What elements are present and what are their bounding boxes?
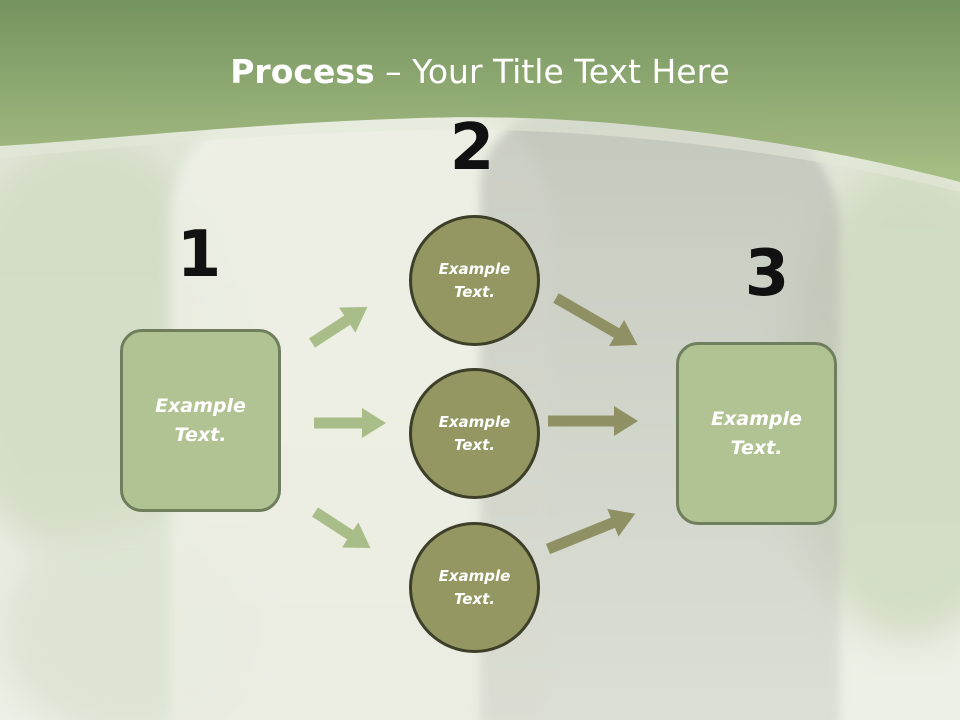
circle-1-text: Example Text. <box>439 258 511 304</box>
circle-1: Example Text. <box>409 215 540 346</box>
arrow-circle-2-to-right <box>548 406 638 436</box>
left-box-line2: Text. <box>174 423 227 446</box>
circle-2: Example Text. <box>409 368 540 499</box>
slide-title: Process – Your Title Text Here <box>0 52 960 91</box>
circle-1-line1: Example <box>438 259 511 278</box>
header-banner <box>0 0 960 192</box>
circle-3-line2: Text. <box>453 589 495 608</box>
title-bold: Process <box>230 52 375 91</box>
right-box-line1: Example <box>711 407 802 430</box>
circle-3-text: Example Text. <box>439 565 511 611</box>
arrow-left-to-circle-2 <box>314 408 386 438</box>
circle-3: Example Text. <box>409 522 540 653</box>
circle-1-line2: Text. <box>453 282 495 301</box>
right-box: Example Text. <box>676 342 837 525</box>
step-number-3: 3 <box>744 237 790 311</box>
circle-2-text: Example Text. <box>439 411 511 457</box>
arrow-left-to-circle-1 <box>309 307 368 348</box>
right-box-line2: Text. <box>730 436 783 459</box>
left-box: Example Text. <box>120 329 281 512</box>
title-rest: – Your Title Text Here <box>374 52 730 91</box>
circle-2-line1: Example <box>438 412 511 431</box>
circle-3-line1: Example <box>438 566 511 585</box>
step-number-1: 1 <box>176 218 222 292</box>
left-box-line1: Example <box>155 394 246 417</box>
arrow-circle-3-to-right <box>545 508 636 555</box>
arrow-left-to-circle-3 <box>312 507 371 548</box>
left-box-text: Example Text. <box>155 392 246 450</box>
right-box-text: Example Text. <box>711 405 802 463</box>
step-number-2: 2 <box>449 111 495 185</box>
circle-2-line2: Text. <box>453 435 495 454</box>
arrow-circle-1-to-right <box>553 293 638 346</box>
